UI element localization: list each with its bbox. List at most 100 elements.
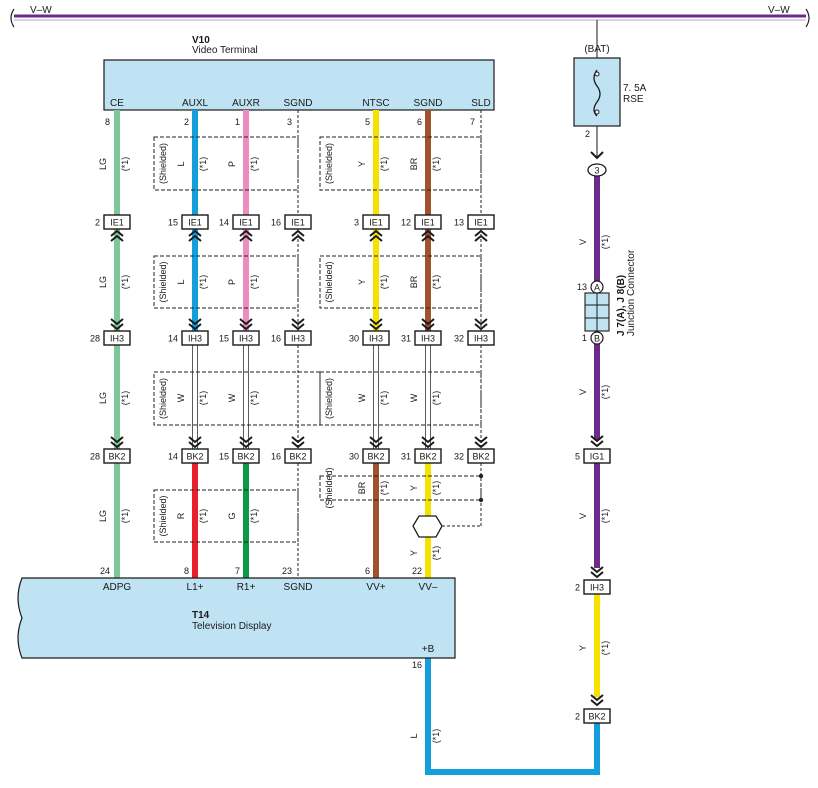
label-ce-seg2-color: LG: [98, 276, 108, 288]
connector-bk2-4-pin: 30: [349, 452, 359, 462]
connector-ih3-chevron-4-stroke: [369, 323, 383, 331]
shield-seg3-left-label: (Shielded): [158, 378, 168, 419]
label-ce-seg3-color: LG: [98, 392, 108, 404]
jc-pin-b: [590, 331, 604, 345]
t14-pin-label-vvplus: VV+: [366, 582, 385, 593]
connector-ie1-chevron-2: [239, 229, 253, 242]
connector-ie1-6-box: [467, 214, 495, 230]
connector-ih3-6-pin: 32: [454, 334, 464, 344]
connector-ih3-right-chevron: [590, 566, 604, 579]
connector-ie1-chevron-2-stroke: [239, 234, 253, 242]
connector-ie1-chevron-1-stroke: [188, 234, 202, 242]
label-v-seg3-note: (*1): [600, 509, 610, 524]
connector-ih3-chevron-5-stroke: [421, 318, 435, 326]
connector-bk2-chevron-1-stroke: [188, 441, 202, 449]
shield-seg1-left-label: (Shielded): [158, 143, 168, 184]
connector-ih3-chevron-6: [474, 318, 488, 331]
connector-ih3-right-box: [583, 579, 611, 595]
v10-pin-label-ce: CE: [110, 98, 124, 109]
t14-television-display: ADPG L1+ R1+ SGND VV+ VV– +B T14 Televis…: [17, 566, 456, 670]
label-y-right-color: Y: [578, 645, 588, 651]
connector-ie1-chevron-0-stroke: [110, 234, 124, 242]
wire-plus-b: [425, 658, 600, 775]
connector-ih3-2-pin: 15: [219, 334, 229, 344]
t14-pin-label-l1: L1+: [187, 582, 204, 593]
t14-pin-num: 8: [184, 566, 189, 576]
fuse-block: (BAT) 7. 5A RSE 2: [573, 44, 647, 139]
connector-bk2-0-box: [103, 448, 131, 464]
connector-bk2-chevron-2: [239, 436, 253, 449]
connector-bk2-6-box: [467, 448, 495, 464]
connector-ie1-chevron-6: [474, 229, 488, 242]
t14-body: [17, 577, 456, 659]
label-vvplus-seg4-color: BR: [357, 481, 367, 494]
connector-ie1-2-label: IE1: [239, 218, 253, 228]
connector-ie1-4-label: IE1: [369, 218, 383, 228]
connector-bk2-chevron-6-stroke: [474, 441, 488, 449]
v10-pin-num: 5: [365, 117, 370, 127]
connector-ig1-chevron-stroke: [590, 440, 604, 448]
label-auxl-seg3-color: W: [176, 393, 186, 402]
v10-pin-num: 7: [470, 117, 475, 127]
connector-ie1-chevron-4: [369, 229, 383, 242]
jc-desc: Junction Connector: [626, 249, 637, 336]
connector-ih3-chevron-2: [239, 318, 253, 331]
connector-bk2-3-box: [284, 448, 312, 464]
label-v-seg1-color: V: [578, 239, 588, 245]
connector-ih3-chevron-3: [291, 318, 305, 331]
jc-name: J 7(A), J 8(B): [616, 275, 627, 336]
connector-bk2-chevron-0-stroke: [110, 441, 124, 449]
connector-ie1-chevron-1: [188, 229, 202, 242]
connector-bk2-5-box: [414, 448, 442, 464]
connector-bk2-right-box: [583, 708, 611, 724]
connector-ie1-chevron-2-stroke: [239, 229, 253, 237]
label-v-seg2-color: V: [578, 389, 588, 395]
connector-ie1-1-pin: 15: [168, 218, 178, 228]
label-vvminus-lower-note: (*1): [431, 546, 441, 561]
v10-pin-label-sld: SLD: [471, 98, 490, 109]
label-auxl-seg1-note: (*1): [198, 157, 208, 172]
connector-bk2-chevron-2-stroke: [239, 436, 253, 444]
connector-bk2-chevron-3-stroke: [291, 441, 305, 449]
connector-ih3-6-box: [467, 330, 495, 346]
connector-ih3-2-box: [232, 330, 260, 346]
connector-3-oval: [587, 163, 607, 177]
label-sgnd2-seg3-color: W: [409, 393, 419, 402]
label-sgnd2-seg1-note: (*1): [431, 157, 441, 172]
label-ntsc-seg3-color: W: [357, 393, 367, 402]
connector-ie1-chevron-3-stroke: [291, 234, 305, 242]
connector-bk2-chevron-0: [110, 436, 124, 449]
shield-layer: (Shielded)(Shielded)(Shielded)(Shielded)…: [153, 136, 482, 543]
connector-bk2-3-label: BK2: [289, 452, 306, 462]
label-auxr-seg1-note: (*1): [249, 157, 259, 172]
connector-ih3-5-label: IH3: [421, 334, 435, 344]
label-auxl-seg1-color: L: [176, 161, 186, 166]
label-ce-seg2-note: (*1): [120, 275, 130, 290]
connector-ih3-chevron-0: [110, 318, 124, 331]
t14-pin-num: 6: [365, 566, 370, 576]
label-vvplus-seg4-note: (*1): [379, 481, 389, 496]
t14-name: Television Display: [192, 621, 271, 632]
connector-ih3-3-box: [284, 330, 312, 346]
connector-ie1-5-box: [414, 214, 442, 230]
connector-ih3-chevron-0-stroke: [110, 323, 124, 331]
t14-pin-label-plusb: +B: [422, 644, 435, 655]
fuse-source: (BAT): [584, 44, 609, 55]
jc-pin-a-label: A: [594, 283, 600, 293]
label-vvminus-seg4-note: (*1): [431, 481, 441, 496]
fuse-icon: [593, 69, 601, 117]
connector-ih3-chevron-3-stroke: [291, 323, 305, 331]
connector-ih3-chevron-3-stroke: [291, 318, 305, 326]
connector-ig1-label: IG1: [590, 452, 605, 462]
shield-seg4-right: [319, 475, 482, 501]
connector-ie1-3-label: IE1: [291, 218, 305, 228]
label-plus-b-color: L: [409, 733, 419, 738]
t14-pin-label-vvminus: VV–: [419, 582, 438, 593]
connector-ih3-chevron-5-stroke: [421, 323, 435, 331]
connector-bk2-chevron-3-stroke: [291, 436, 305, 444]
connector-ie1-6-pin: 13: [454, 218, 464, 228]
t14-pin-label-sgnd: SGND: [284, 582, 313, 593]
label-auxr-seg3-color: W: [227, 393, 237, 402]
connector-ih3-1-pin: 14: [168, 334, 178, 344]
connector-bk2-0-label: BK2: [108, 452, 125, 462]
